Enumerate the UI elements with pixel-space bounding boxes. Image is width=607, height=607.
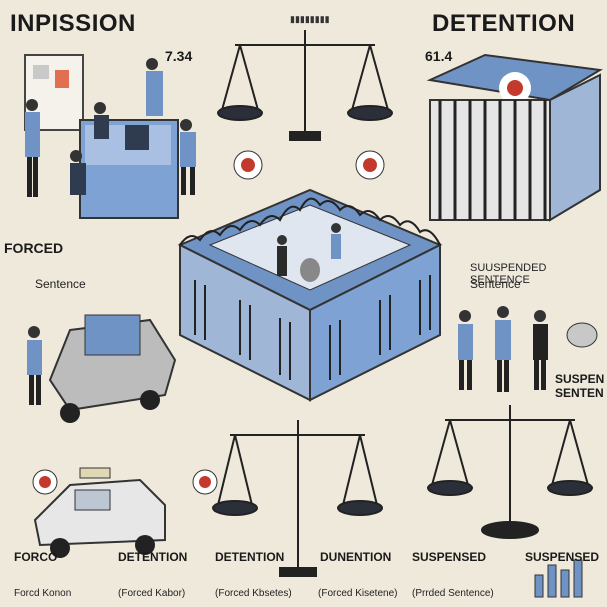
number-top-center: 7.34 [165,48,193,64]
bottom-sub-1: Forcd Konon [14,588,72,599]
bottom-title-6: SUSPENSED [525,550,600,564]
mini-bars [534,559,583,598]
handshake-scene [458,306,598,392]
scale-right [427,405,593,539]
heading-detention: DETENTION [432,10,576,37]
label-sentence-left: Sentence [35,277,86,291]
decor-text-top: ▮▮▮▮▮▮▮▮ [290,14,330,24]
flag-badges [32,150,385,495]
heading-inpission: INPISSION [10,10,136,37]
bottom-sub-4: (Forced Kisetene) [318,588,398,599]
scale-bottom [212,420,383,577]
label-suspen: SUSPEN [555,372,605,386]
bottom-title-3: DETENTION [215,550,285,564]
central-prison [177,188,443,402]
bottom-title-5: SUSPENSED [412,550,487,564]
label-sentence-right: Sentence [470,277,521,291]
office-scene [24,54,196,219]
truck-scene [27,314,177,423]
label-senten: SENTEN [555,386,604,400]
car-scene [33,467,166,558]
bottom-sub-3: (Forced Kbsetes) [215,588,292,599]
bottom-title-2: DETENTION [118,550,188,564]
bottom-sub-5: (Prrded Sentence) [412,588,494,599]
bottom-caption-row: FORCO Forcd Konon DETENTION (Forced Kabo… [0,548,607,607]
detention-building [426,53,603,222]
label-forced: FORCED [4,240,64,256]
bottom-title-4: DUNENTION [320,550,392,564]
number-top-right: 61.4 [425,48,453,64]
bottom-sub-2: (Forced Kabor) [118,588,186,599]
bottom-title-1: FORCO [14,550,58,564]
scale-top [217,30,393,141]
label-suspended-sentence: SUUSPENDED SENTENCE [470,262,547,286]
